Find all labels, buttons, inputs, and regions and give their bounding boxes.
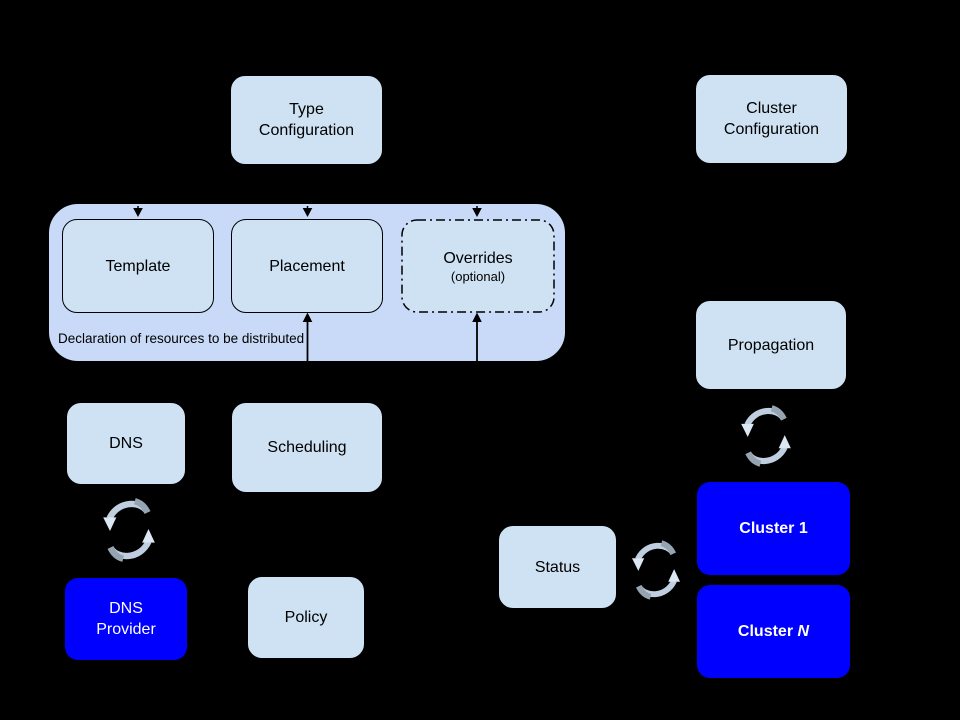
- cluster-configuration-label-line2: Configuration: [723, 121, 820, 138]
- cluster-n-label: Cluster N: [738, 621, 809, 642]
- scheduling-node: Scheduling: [231, 402, 383, 493]
- dns-provider-node: DNS Provider: [65, 578, 187, 660]
- placement-node: Placement: [231, 219, 383, 313]
- cluster-configuration-node: Cluster Configuration: [695, 74, 848, 164]
- dns-provider-label-line2: Provider: [96, 621, 156, 638]
- sync-cycle-icon: [736, 398, 796, 474]
- sync-cycle-icon: [627, 533, 685, 607]
- status-node: Status: [498, 525, 617, 609]
- cluster-n-label-suffix: N: [797, 623, 810, 640]
- scheduling-label: Scheduling: [267, 439, 347, 456]
- cluster-n-node: Cluster N: [697, 585, 850, 678]
- template-node: Template: [62, 219, 214, 313]
- sync-cycle-icon: [96, 492, 162, 568]
- cluster-1-node: Cluster 1: [697, 482, 850, 575]
- status-label: Status: [534, 558, 581, 576]
- type-configuration-node: Type Configuration: [230, 75, 383, 165]
- type-configuration-label-line2: Configuration: [258, 122, 355, 139]
- cluster-configuration-label-line1: Cluster: [746, 100, 797, 117]
- overrides-node: Overrides (optional): [401, 219, 555, 313]
- policy-node: Policy: [247, 576, 365, 659]
- dns-provider-label-line1: DNS: [109, 600, 143, 617]
- cluster-1-label: Cluster 1: [739, 520, 808, 537]
- type-configuration-label-line1: Type: [289, 101, 324, 118]
- template-label: Template: [105, 257, 171, 275]
- dns-node: DNS: [66, 402, 186, 485]
- dash-dot-border: [401, 219, 555, 313]
- declaration-caption: Declaration of resources to be distribut…: [58, 331, 305, 346]
- propagation-node: Propagation: [695, 300, 847, 390]
- overrides-title: Overrides: [443, 249, 513, 267]
- dns-label: DNS: [109, 435, 143, 452]
- policy-label: Policy: [284, 609, 328, 626]
- overrides-subtitle: (optional): [450, 268, 506, 284]
- propagation-label: Propagation: [727, 336, 815, 354]
- cluster-n-label-prefix: Cluster: [737, 623, 798, 640]
- placement-label: Placement: [269, 257, 345, 275]
